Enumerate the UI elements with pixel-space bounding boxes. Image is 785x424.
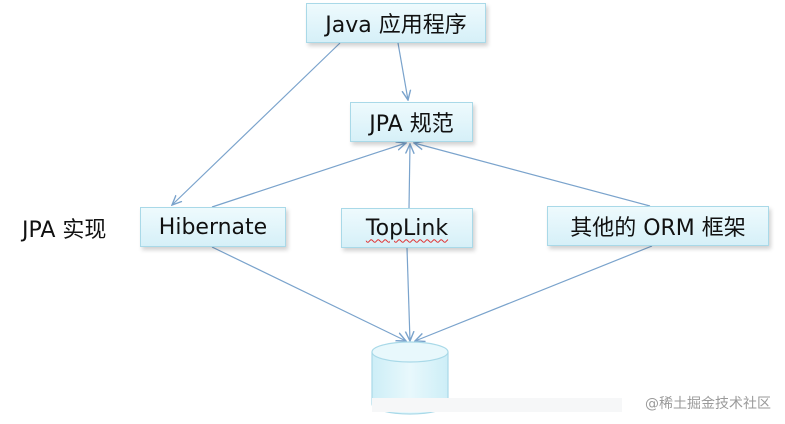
node-hibernate-label: Hibernate [158, 214, 268, 240]
node-other-orm: 其他的 ORM 框架 [547, 206, 769, 246]
node-jpa-specification: JPA 规范 [350, 102, 473, 142]
jpa-implementation-label: JPA 实现 [22, 218, 107, 243]
node-jpa-specification-label: JPA 规范 [369, 112, 454, 137]
watermark-text: @稀土掘金技术社区 [645, 396, 771, 412]
edge-hibernate-to-database [211, 246, 406, 341]
edge-orm-to-database [415, 245, 653, 341]
edge-hibernate-to-jpa [211, 143, 406, 208]
edge-java-to-hibernate [172, 42, 341, 205]
node-java-application: Java 应用程序 [306, 3, 486, 43]
node-toplink: TopLink [341, 208, 473, 248]
edge-toplink-to-jpa [409, 144, 410, 209]
node-toplink-label: TopLink [365, 215, 449, 241]
watermark-background [372, 398, 622, 412]
edge-toplink-to-database [407, 247, 410, 341]
edge-orm-to-jpa [414, 143, 651, 207]
node-hibernate: Hibernate [140, 207, 286, 247]
node-java-application-label: Java 应用程序 [325, 13, 467, 38]
node-other-orm-label: 其他的 ORM 框架 [570, 216, 746, 241]
edge-java-to-jpa [397, 42, 408, 100]
